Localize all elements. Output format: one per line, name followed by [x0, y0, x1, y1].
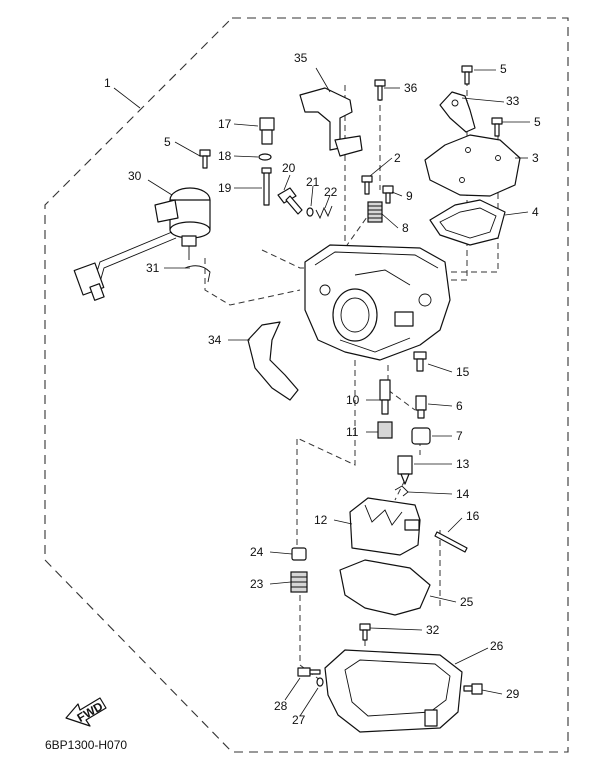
part-36-screw: [374, 79, 386, 101]
callout-6: 6: [456, 399, 463, 413]
part-18-oring: [258, 153, 272, 161]
part-19-pin: [261, 167, 272, 206]
carburetor-body: [304, 244, 451, 361]
callout-3: 3: [532, 151, 539, 165]
callout-31: 31: [146, 261, 160, 275]
part-33-bracket: [439, 91, 476, 133]
solenoid-wire: [73, 231, 177, 301]
assembly-boundary: [44, 17, 569, 753]
part-9-screw: [382, 185, 394, 204]
part-10-jet: [379, 379, 391, 415]
part-28-screw: [297, 667, 321, 677]
part-29-screw: [463, 683, 483, 695]
callout-16: 16: [466, 509, 480, 523]
figure-code: 6BP1300-H070: [45, 738, 127, 752]
callout-8: 8: [402, 221, 409, 235]
part-6-jet: [415, 395, 427, 419]
callout-20: 20: [282, 161, 296, 175]
callout-32: 32: [426, 623, 440, 637]
part-2-screw: [361, 175, 373, 195]
part-13-needle: [397, 455, 413, 485]
callout-21: 21: [306, 175, 320, 189]
callout-2: 2: [394, 151, 401, 165]
callout-13: 13: [456, 457, 470, 471]
part-7-cap: [411, 427, 431, 445]
leader-lines: [113, 67, 530, 717]
part-15-screw: [413, 351, 427, 372]
callout-29: 29: [506, 687, 520, 701]
part-25-gasket: [339, 559, 431, 616]
part-16-pin: [434, 531, 468, 553]
part-22-spring: [315, 205, 333, 220]
callout-11: 11: [346, 425, 359, 439]
callout-36: 36: [404, 81, 418, 95]
callout-34: 34: [208, 333, 222, 347]
part-11-jet: [377, 421, 393, 439]
part-31-clip: [184, 265, 211, 283]
callout-labels: 1 35 36 5 33 5 3 4 2 9 8 17 5 18 19 20 2…: [104, 51, 541, 727]
part-14-clip: [394, 485, 409, 497]
callout-4: 4: [532, 205, 539, 219]
callout-5b: 5: [534, 115, 541, 129]
callout-33: 33: [506, 94, 520, 108]
callout-5a: 5: [500, 62, 507, 76]
callout-24: 24: [250, 545, 264, 559]
callout-7: 7: [456, 429, 463, 443]
callout-19: 19: [218, 181, 232, 195]
part-20-screw: [277, 187, 303, 215]
callout-26: 26: [490, 639, 504, 653]
part-34-hose: [247, 321, 299, 401]
callout-22: 22: [324, 185, 338, 199]
part-5-screws: [199, 65, 503, 169]
part-12-float: [349, 497, 421, 556]
callout-28: 28: [274, 699, 288, 713]
part-23-spring: [290, 571, 308, 593]
callout-18: 18: [218, 149, 232, 163]
callout-5c: 5: [164, 135, 171, 149]
callout-17: 17: [218, 117, 232, 131]
part-27-washer: [316, 677, 324, 687]
part-4-gasket: [429, 199, 506, 246]
callout-35: 35: [294, 51, 308, 65]
callout-30: 30: [128, 169, 142, 183]
part-3-cover: [424, 134, 521, 197]
callout-14: 14: [456, 487, 470, 501]
part-26-float-bowl: [324, 649, 463, 733]
callout-27: 27: [292, 713, 306, 727]
part-24-cap: [291, 547, 307, 561]
part-17-jet: [259, 117, 275, 145]
part-21-washer: [306, 207, 314, 217]
callout-9: 9: [406, 189, 413, 203]
part-32-screw: [359, 623, 371, 641]
fwd-arrow-icon: FWD: [65, 697, 107, 727]
callout-10: 10: [346, 393, 360, 407]
callout-15: 15: [456, 365, 470, 379]
callout-23: 23: [250, 577, 264, 591]
callout-25: 25: [460, 595, 474, 609]
callout-1: 1: [104, 76, 111, 90]
part-30-solenoid: [154, 187, 211, 260]
part-35-bracket: [299, 87, 363, 157]
callout-12: 12: [314, 513, 328, 527]
part-8-spring: [367, 201, 383, 223]
